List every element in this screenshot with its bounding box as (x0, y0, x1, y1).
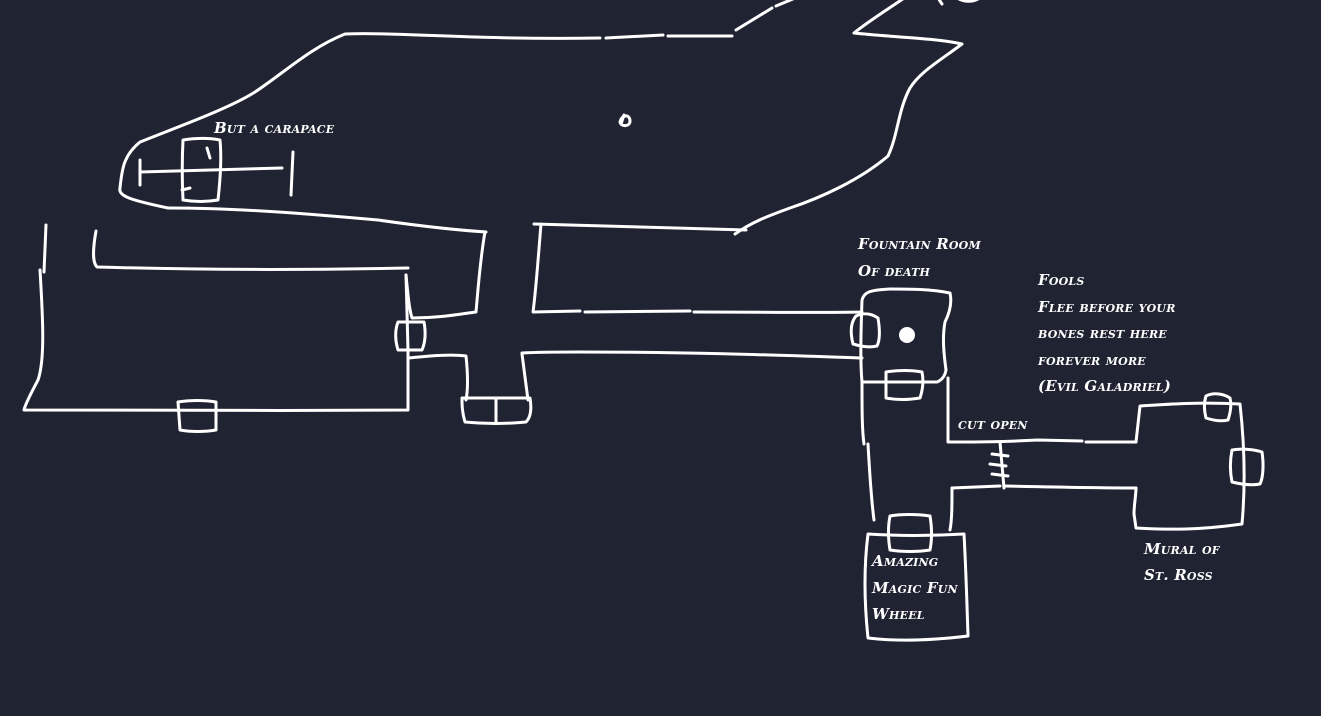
warning-label-line4: forever more (1038, 351, 1146, 369)
long-corridor-upper (531, 222, 864, 314)
left-room-door (176, 399, 218, 433)
warning-label-line2: Flee before your (1038, 298, 1176, 316)
passage-lower (406, 352, 530, 402)
south-corridor (860, 376, 1138, 532)
fountain-marker (899, 327, 915, 343)
fountain-room-label-line2: Of death (858, 262, 931, 280)
wheel-room-label-line2: Magic Fun (872, 579, 958, 597)
cut-open-breach (988, 440, 1010, 490)
carapace-tail-marks (937, 0, 980, 6)
carapace-label: But a carapace (214, 119, 335, 137)
carapace-door (180, 137, 223, 203)
fountain-room-walls (859, 287, 953, 384)
wheel-room-door (887, 513, 933, 553)
warning-label-line1: Fools (1038, 271, 1085, 289)
cut-open-label: cut open (958, 415, 1028, 433)
wheel-room-label-line1: Amazing (872, 552, 939, 570)
carapace-outline (118, 32, 602, 210)
fountain-room-south-door (884, 369, 925, 401)
mural-room-walls (1132, 401, 1246, 531)
east-corridor (950, 484, 1138, 490)
passage-upper (404, 230, 487, 320)
warning-label-line3: bones rest here (1038, 324, 1167, 342)
mural-room-north-door (1203, 392, 1233, 423)
carapace-bottom-edge (166, 206, 488, 234)
passage-bottom-door (460, 396, 533, 425)
wheel-room-walls (863, 532, 970, 642)
left-room-walls (22, 223, 410, 412)
carapace-top-right-edge (734, 0, 795, 32)
wheel-room-label-line3: Wheel (872, 605, 925, 623)
warning-label-line5: (Evil Galadriel) (1038, 377, 1172, 395)
left-room-side-door (394, 320, 427, 352)
mural-room-east-door (1229, 447, 1265, 487)
mural-label-line2: St. Ross (1144, 566, 1213, 584)
carapace-center-mark (618, 113, 632, 128)
fountain-room-label-line1: Fountain Room (858, 235, 981, 253)
carapace-nose (733, 0, 964, 236)
carapace-crossbar (138, 150, 295, 197)
long-corridor-lower (520, 350, 864, 360)
mural-label-line1: Mural of (1144, 540, 1220, 558)
fountain-room-west-door (849, 312, 881, 349)
carapace-top-edge (604, 33, 734, 40)
